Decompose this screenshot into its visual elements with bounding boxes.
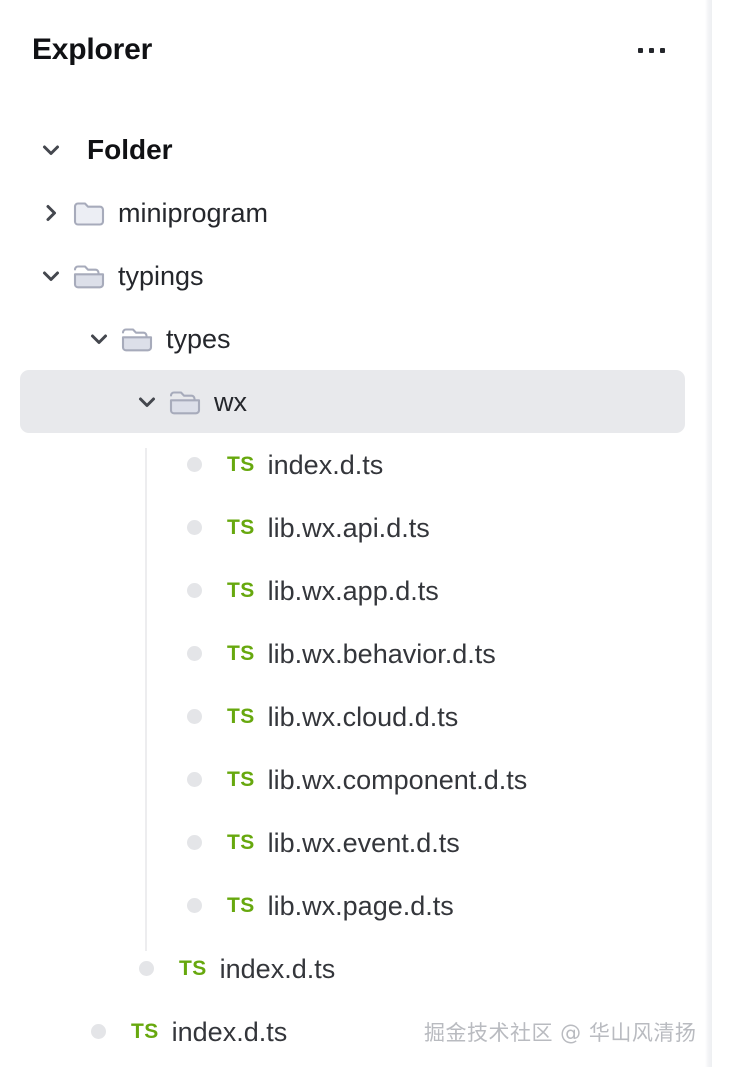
file-status-dot-icon — [187, 772, 202, 787]
row-indent — [0, 338, 86, 339]
tree-folder-row-types[interactable]: types — [0, 307, 712, 370]
tree-row-label: lib.wx.cloud.d.ts — [267, 701, 459, 732]
tree-folder-row-miniprogram[interactable]: miniprogram — [0, 181, 712, 244]
chevron-right-icon[interactable] — [38, 200, 64, 226]
tree-row-label: lib.wx.event.d.ts — [267, 827, 460, 858]
ellipsis-dot-2 — [648, 47, 654, 53]
row-indent — [0, 212, 38, 213]
chevron-down-icon[interactable] — [38, 263, 64, 289]
file-status-dot-icon — [187, 835, 202, 850]
chevron-down-icon[interactable] — [86, 326, 112, 352]
tree-row-label: miniprogram — [118, 197, 269, 228]
tree-row-label: lib.wx.app.d.ts — [267, 575, 439, 606]
tree-row-label: types — [166, 323, 231, 354]
watermark-text: 掘金技术社区 @ 华山风清扬 — [424, 1021, 697, 1045]
file-status-dot-icon — [187, 898, 202, 913]
typescript-file-icon: TS — [227, 894, 255, 917]
typescript-file-icon: TS — [179, 957, 207, 980]
row-indent — [20, 401, 134, 402]
typescript-file-icon: TS — [227, 579, 255, 602]
chevron-right-glyph — [46, 204, 56, 221]
tree-row-label: wx — [214, 386, 247, 417]
tree-row-label: lib.wx.component.d.ts — [267, 764, 528, 795]
tree-root-label: Folder — [87, 133, 173, 165]
row-indent — [0, 590, 187, 591]
panel-right-edge — [705, 0, 712, 1067]
tree-file-row-wx-index-d-ts[interactable]: TS index.d.ts — [0, 433, 712, 496]
tree-file-row-lib-wx-page-d-ts[interactable]: TS lib.wx.page.d.ts — [0, 874, 712, 937]
folder-closed-glyph — [73, 201, 105, 226]
ellipsis-dot-3 — [659, 47, 665, 53]
tree-file-row-lib-wx-event-d-ts[interactable]: TS lib.wx.event.d.ts — [0, 811, 712, 874]
tree-row-label: index.d.ts — [171, 1016, 288, 1047]
folder-open-glyph — [73, 264, 105, 288]
row-indent — [0, 149, 38, 150]
tree-file-row-types-index-d-ts[interactable]: TS index.d.ts — [0, 937, 712, 1000]
row-indent — [0, 779, 187, 780]
chevron-down-icon[interactable] — [134, 389, 160, 415]
row-indent — [0, 716, 187, 717]
tree-row-label: lib.wx.page.d.ts — [267, 890, 454, 921]
tree-file-row-lib-wx-component-d-ts[interactable]: TS lib.wx.component.d.ts — [0, 748, 712, 811]
typescript-file-icon: TS — [227, 705, 255, 728]
file-status-dot-icon — [139, 961, 154, 976]
tree-folder-row-typings[interactable]: typings — [0, 244, 712, 307]
tree-file-row-lib-wx-behavior-d-ts[interactable]: TS lib.wx.behavior.d.ts — [0, 622, 712, 685]
typescript-file-icon: TS — [227, 642, 255, 665]
file-status-dot-icon — [187, 457, 202, 472]
chevron-down-icon[interactable] — [38, 137, 64, 163]
folder-closed-icon — [72, 198, 106, 228]
chevron-down-glyph — [91, 334, 107, 344]
file-status-dot-icon — [187, 646, 202, 661]
chevron-down-glyph — [43, 145, 59, 155]
folder-open-glyph — [169, 390, 201, 414]
indent-guide-line — [145, 448, 147, 951]
tree-row-label: lib.wx.api.d.ts — [267, 512, 430, 543]
tree-folder-row-wx[interactable]: wx — [20, 370, 685, 433]
row-indent — [0, 275, 38, 276]
tree-file-row-lib-wx-cloud-d-ts[interactable]: TS lib.wx.cloud.d.ts — [0, 685, 712, 748]
file-status-dot-icon — [187, 583, 202, 598]
folder-open-icon — [120, 324, 154, 354]
row-indent — [0, 527, 187, 528]
row-indent — [0, 905, 187, 906]
file-status-dot-icon — [91, 1024, 106, 1039]
typescript-file-icon: TS — [131, 1020, 159, 1043]
ellipsis-horizontal-icon[interactable] — [628, 30, 674, 70]
ellipsis-dot-1 — [637, 47, 643, 53]
row-indent — [0, 968, 139, 969]
row-indent — [0, 653, 187, 654]
row-indent — [0, 1031, 91, 1032]
explorer-panel: Explorer Folder miniprogram typings types wx… — [0, 0, 712, 1067]
tree-root-row-folder[interactable]: Folder — [0, 118, 712, 181]
explorer-header: Explorer — [0, 0, 712, 100]
window-gutter — [713, 0, 731, 1067]
folder-open-icon — [72, 261, 106, 291]
tree-file-row-lib-wx-app-d-ts[interactable]: TS lib.wx.app.d.ts — [0, 559, 712, 622]
tree-file-row-lib-wx-api-d-ts[interactable]: TS lib.wx.api.d.ts — [0, 496, 712, 559]
folder-open-glyph — [121, 327, 153, 351]
row-indent — [0, 464, 187, 465]
typescript-file-icon: TS — [227, 516, 255, 539]
row-indent — [0, 842, 187, 843]
typescript-file-icon: TS — [227, 831, 255, 854]
tree-row-label: index.d.ts — [267, 449, 384, 480]
tree-row-label: typings — [118, 260, 204, 291]
chevron-down-glyph — [139, 397, 155, 407]
chevron-down-glyph — [43, 271, 59, 281]
typescript-file-icon: TS — [227, 768, 255, 791]
tree-row-label: index.d.ts — [219, 953, 336, 984]
file-status-dot-icon — [187, 709, 202, 724]
page-title: Explorer — [32, 33, 153, 66]
tree-row-label: lib.wx.behavior.d.ts — [267, 638, 496, 669]
tree-file-row-typings-index-d-ts[interactable]: TS index.d.ts — [0, 1000, 712, 1063]
typescript-file-icon: TS — [227, 453, 255, 476]
file-status-dot-icon — [187, 520, 202, 535]
folder-open-icon — [168, 387, 202, 417]
